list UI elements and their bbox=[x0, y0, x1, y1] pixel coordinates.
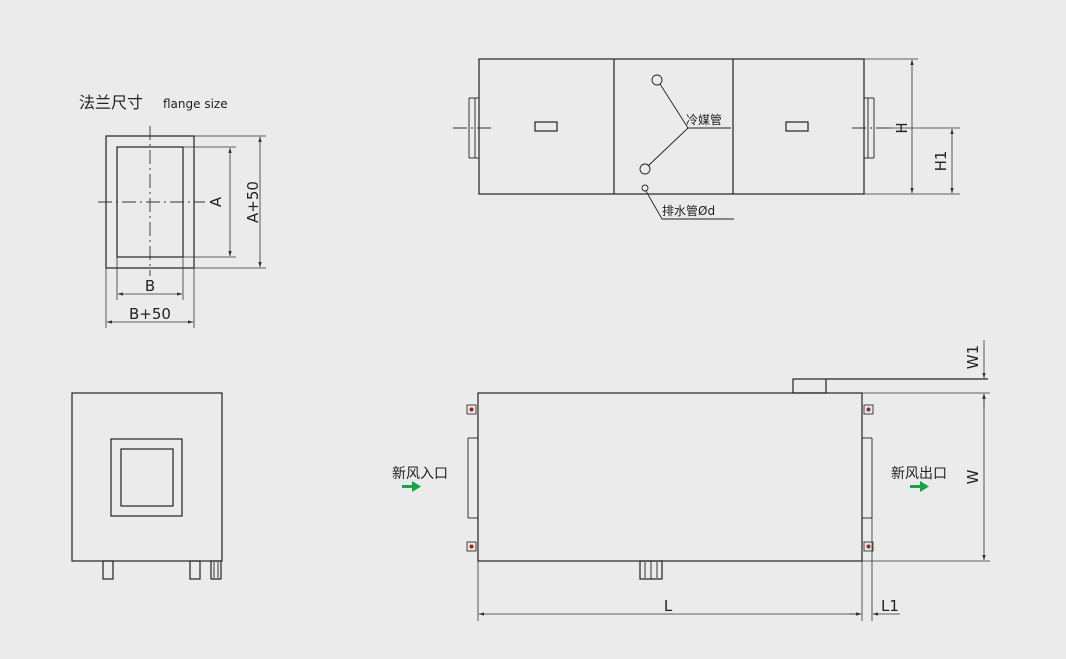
drain-pipe bbox=[641, 184, 649, 192]
side-flange-inner bbox=[120, 448, 174, 507]
inlet-arrow-icon bbox=[402, 481, 421, 492]
refrigerant-connection-box bbox=[792, 378, 827, 394]
right-panel-slot bbox=[785, 121, 809, 132]
plan-drain-pipe bbox=[639, 560, 663, 580]
side-foot-right bbox=[189, 560, 201, 580]
refrigerant-pipe-upper bbox=[651, 74, 663, 86]
side-body bbox=[71, 392, 223, 562]
dim-H1-label: H1 bbox=[932, 151, 950, 172]
outlet-arrow-icon bbox=[910, 481, 929, 492]
dim-A-label: A bbox=[207, 196, 225, 207]
dim-B-label: B bbox=[145, 277, 155, 295]
refrigerant-pipe-label: 冷媒管 bbox=[686, 112, 722, 127]
side-view bbox=[71, 392, 223, 580]
dim-W1-label: W1 bbox=[964, 345, 982, 369]
outlet-flange-plan bbox=[862, 437, 873, 519]
side-flange-outer bbox=[110, 438, 183, 517]
refrigerant-pipe-lower bbox=[639, 163, 651, 175]
inlet-flange-plan bbox=[467, 437, 478, 519]
side-foot-left bbox=[102, 560, 114, 580]
plan-view: 新风入口 新风出口 W W1 L L1 bbox=[392, 340, 990, 621]
side-drain-pipe bbox=[210, 560, 222, 580]
left-panel-slot bbox=[534, 121, 558, 132]
drain-pipe-label: 排水管Ød bbox=[662, 203, 715, 218]
top-view: 冷媒管 排水管Ød H H1 bbox=[453, 58, 960, 220]
unit-body-front bbox=[478, 58, 865, 195]
flange-title-cn: 法兰尺寸 bbox=[79, 93, 143, 112]
outlet-label: 新风出口 bbox=[891, 466, 947, 482]
mounting-bracket-top-left bbox=[466, 404, 477, 415]
plan-body bbox=[477, 392, 863, 562]
inlet-label: 新风入口 bbox=[392, 466, 448, 482]
dim-L1-label: L1 bbox=[881, 597, 899, 615]
flange-size-view: 法兰尺寸 flange size A A+50 B B+50 bbox=[79, 93, 266, 328]
mounting-bracket-bottom-left bbox=[466, 541, 477, 552]
mounting-bracket-top-right bbox=[863, 404, 874, 415]
flange-title-en: flange size bbox=[163, 97, 228, 111]
dim-B50-label: B+50 bbox=[129, 305, 171, 323]
dim-W-label: W bbox=[964, 469, 982, 484]
dim-A50-label: A+50 bbox=[244, 181, 262, 223]
left-flange-front bbox=[453, 97, 495, 159]
dim-L-label: L bbox=[664, 597, 673, 615]
mounting-bracket-bottom-right bbox=[863, 541, 874, 552]
